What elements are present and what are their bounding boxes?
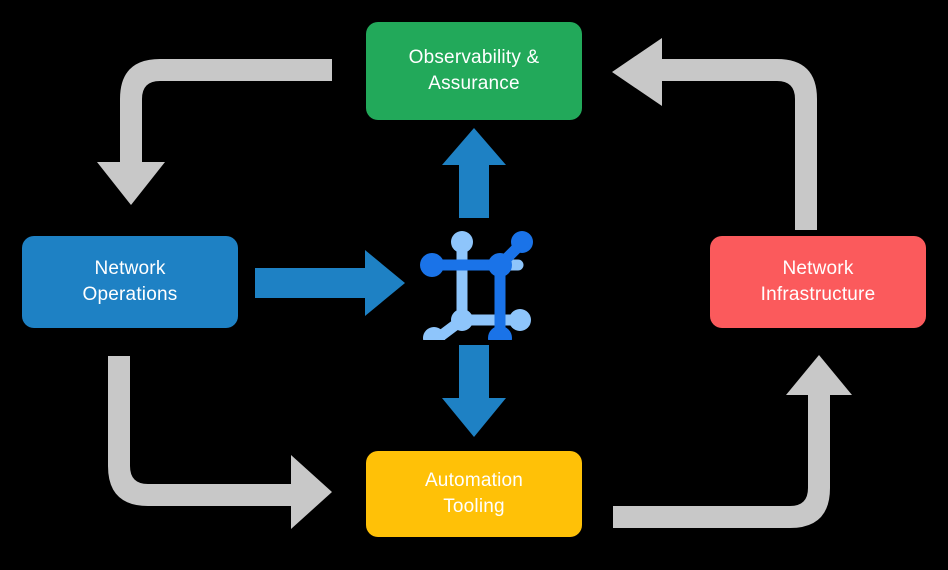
node-box-observability[interactable]: Observability & Assurance	[366, 22, 582, 120]
elbow-arrow-operations-to-automation	[108, 356, 332, 529]
node-box-infrastructure[interactable]: Network Infrastructure	[710, 236, 926, 328]
elbow-arrow-automation-to-infrastructure	[613, 355, 852, 528]
arrow-center-to-observability	[442, 128, 506, 218]
network-nodes-dark	[420, 231, 533, 340]
node-label-automation: Automation Tooling	[424, 470, 524, 517]
node-label-operations: Network Operations	[82, 258, 178, 305]
arrow-operations-to-center	[255, 250, 405, 316]
node-label-observability: Observability & Assurance	[408, 47, 540, 94]
node-label-infrastructure: Network Infrastructure	[760, 258, 876, 305]
node-box-automation[interactable]: Automation Tooling	[366, 451, 582, 537]
arrow-center-to-automation	[442, 345, 506, 437]
network-graph-icon	[420, 231, 533, 340]
elbow-arrow-observability-to-operations	[97, 59, 332, 205]
network-nodes-light	[423, 231, 531, 340]
elbow-arrow-infrastructure-to-observability	[612, 38, 817, 230]
node-box-operations[interactable]: Network Operations	[22, 236, 238, 328]
